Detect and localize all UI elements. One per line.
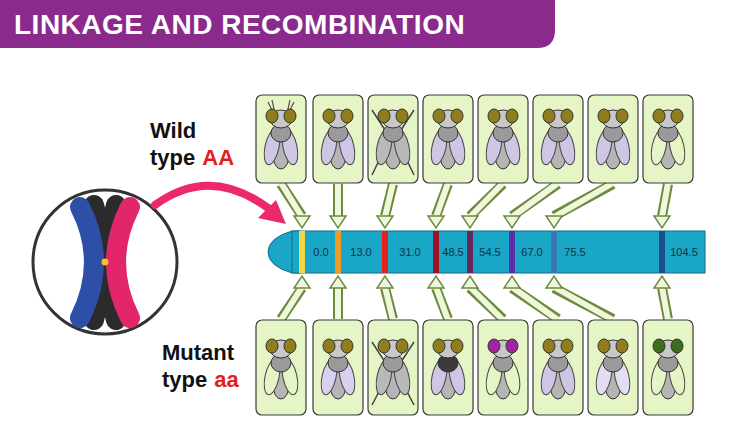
map-position: 0.0 [313,246,328,259]
title: LINKAGE AND RECOMBINATION [14,8,465,42]
title-banner [0,0,555,48]
side-label: type [150,145,195,171]
mutant-flies [261,339,687,405]
map-position: 75.5 [564,246,585,259]
map-position: 13.0 [350,246,371,259]
gene-band [659,231,665,273]
gene-band [509,231,515,273]
map-position: 54.5 [479,246,500,259]
chromosome-circle [33,190,177,334]
genotype-label: aa [214,367,238,393]
genotype-label: AA [202,145,234,171]
side-label: Wild [150,118,196,144]
pointer-shafts-inner [281,183,668,320]
pointer-shafts [281,184,668,319]
gene-band [467,231,473,273]
side-label: type [162,367,207,393]
pointer-arrow-head [258,200,286,224]
side-label: Mutant [162,340,234,366]
chromosome-bar [292,231,705,273]
gene-band [335,231,341,273]
pointer-arrow [155,186,268,208]
map-position: 67.0 [521,246,542,259]
centromere [102,259,109,266]
fly-boxes-wild [256,95,693,183]
chromosome [80,205,130,320]
map-position: 31.0 [399,246,420,259]
fly-boxes-mutant [256,320,693,415]
map-position: 104.5 [670,246,698,259]
gene-band [433,231,439,273]
wild-flies [261,100,687,175]
gene-band [382,231,388,273]
pointer-heads [294,216,670,288]
gene-band [299,231,305,273]
map-position: 48.5 [442,246,463,259]
gene-band [551,231,557,273]
